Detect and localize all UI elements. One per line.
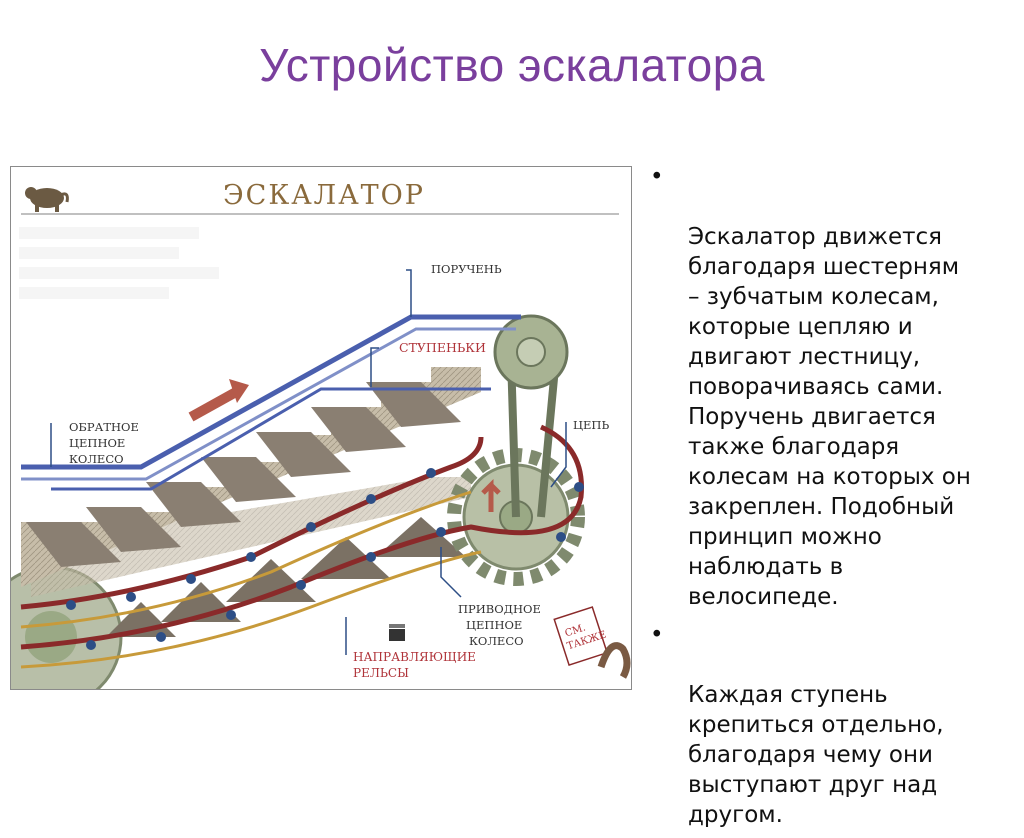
label-return-wheel-1: ОБРАТНОЕ xyxy=(69,420,139,434)
figure-header: ЭСКАЛАТОР xyxy=(21,180,619,214)
slide-title: Устройство эскалатора xyxy=(0,38,1024,92)
label-steps: СТУПЕНЬКИ xyxy=(399,340,486,355)
bullet-dot: • xyxy=(650,620,670,650)
label-handrail: ПОРУЧЕНЬ xyxy=(431,262,502,276)
figure-heading: ЭСКАЛАТОР xyxy=(223,180,425,211)
bullet-item: • Каждая ступень крепиться отдельно, бла… xyxy=(650,620,1010,830)
bullet-dot: • xyxy=(650,162,670,192)
worm-icon xyxy=(601,646,627,677)
label-guide-rails-1: НАПРАВЛЯЮЩИЕ xyxy=(353,650,476,664)
bear-icon xyxy=(25,187,67,212)
label-guide-rails-2: РЕЛЬСЫ xyxy=(353,666,409,680)
bullet-item: • Эскалатор движется благодаря шестерням… xyxy=(650,162,1010,612)
bullet-text: Каждая ступень крепиться отдельно, благо… xyxy=(688,682,944,828)
bullet-text: Эскалатор движется благодаря шестерням –… xyxy=(688,224,971,610)
label-drive-wheel-3: КОЛЕСО xyxy=(469,634,524,648)
label-chain: ЦЕПЬ xyxy=(573,418,609,432)
clapperboard-icon xyxy=(389,624,405,641)
label-drive-wheel-2: ЦЕПНОЕ xyxy=(466,618,522,632)
label-return-wheel-2: ЦЕПНОЕ xyxy=(69,436,125,450)
label-return-wheel-3: КОЛЕСО xyxy=(69,452,124,466)
label-drive-wheel-1: ПРИВОДНОЕ xyxy=(458,602,541,616)
escalator-illustration: ЭСКАЛАТОР xyxy=(10,166,632,690)
bullet-list: • Эскалатор движется благодаря шестерням… xyxy=(650,162,1010,838)
